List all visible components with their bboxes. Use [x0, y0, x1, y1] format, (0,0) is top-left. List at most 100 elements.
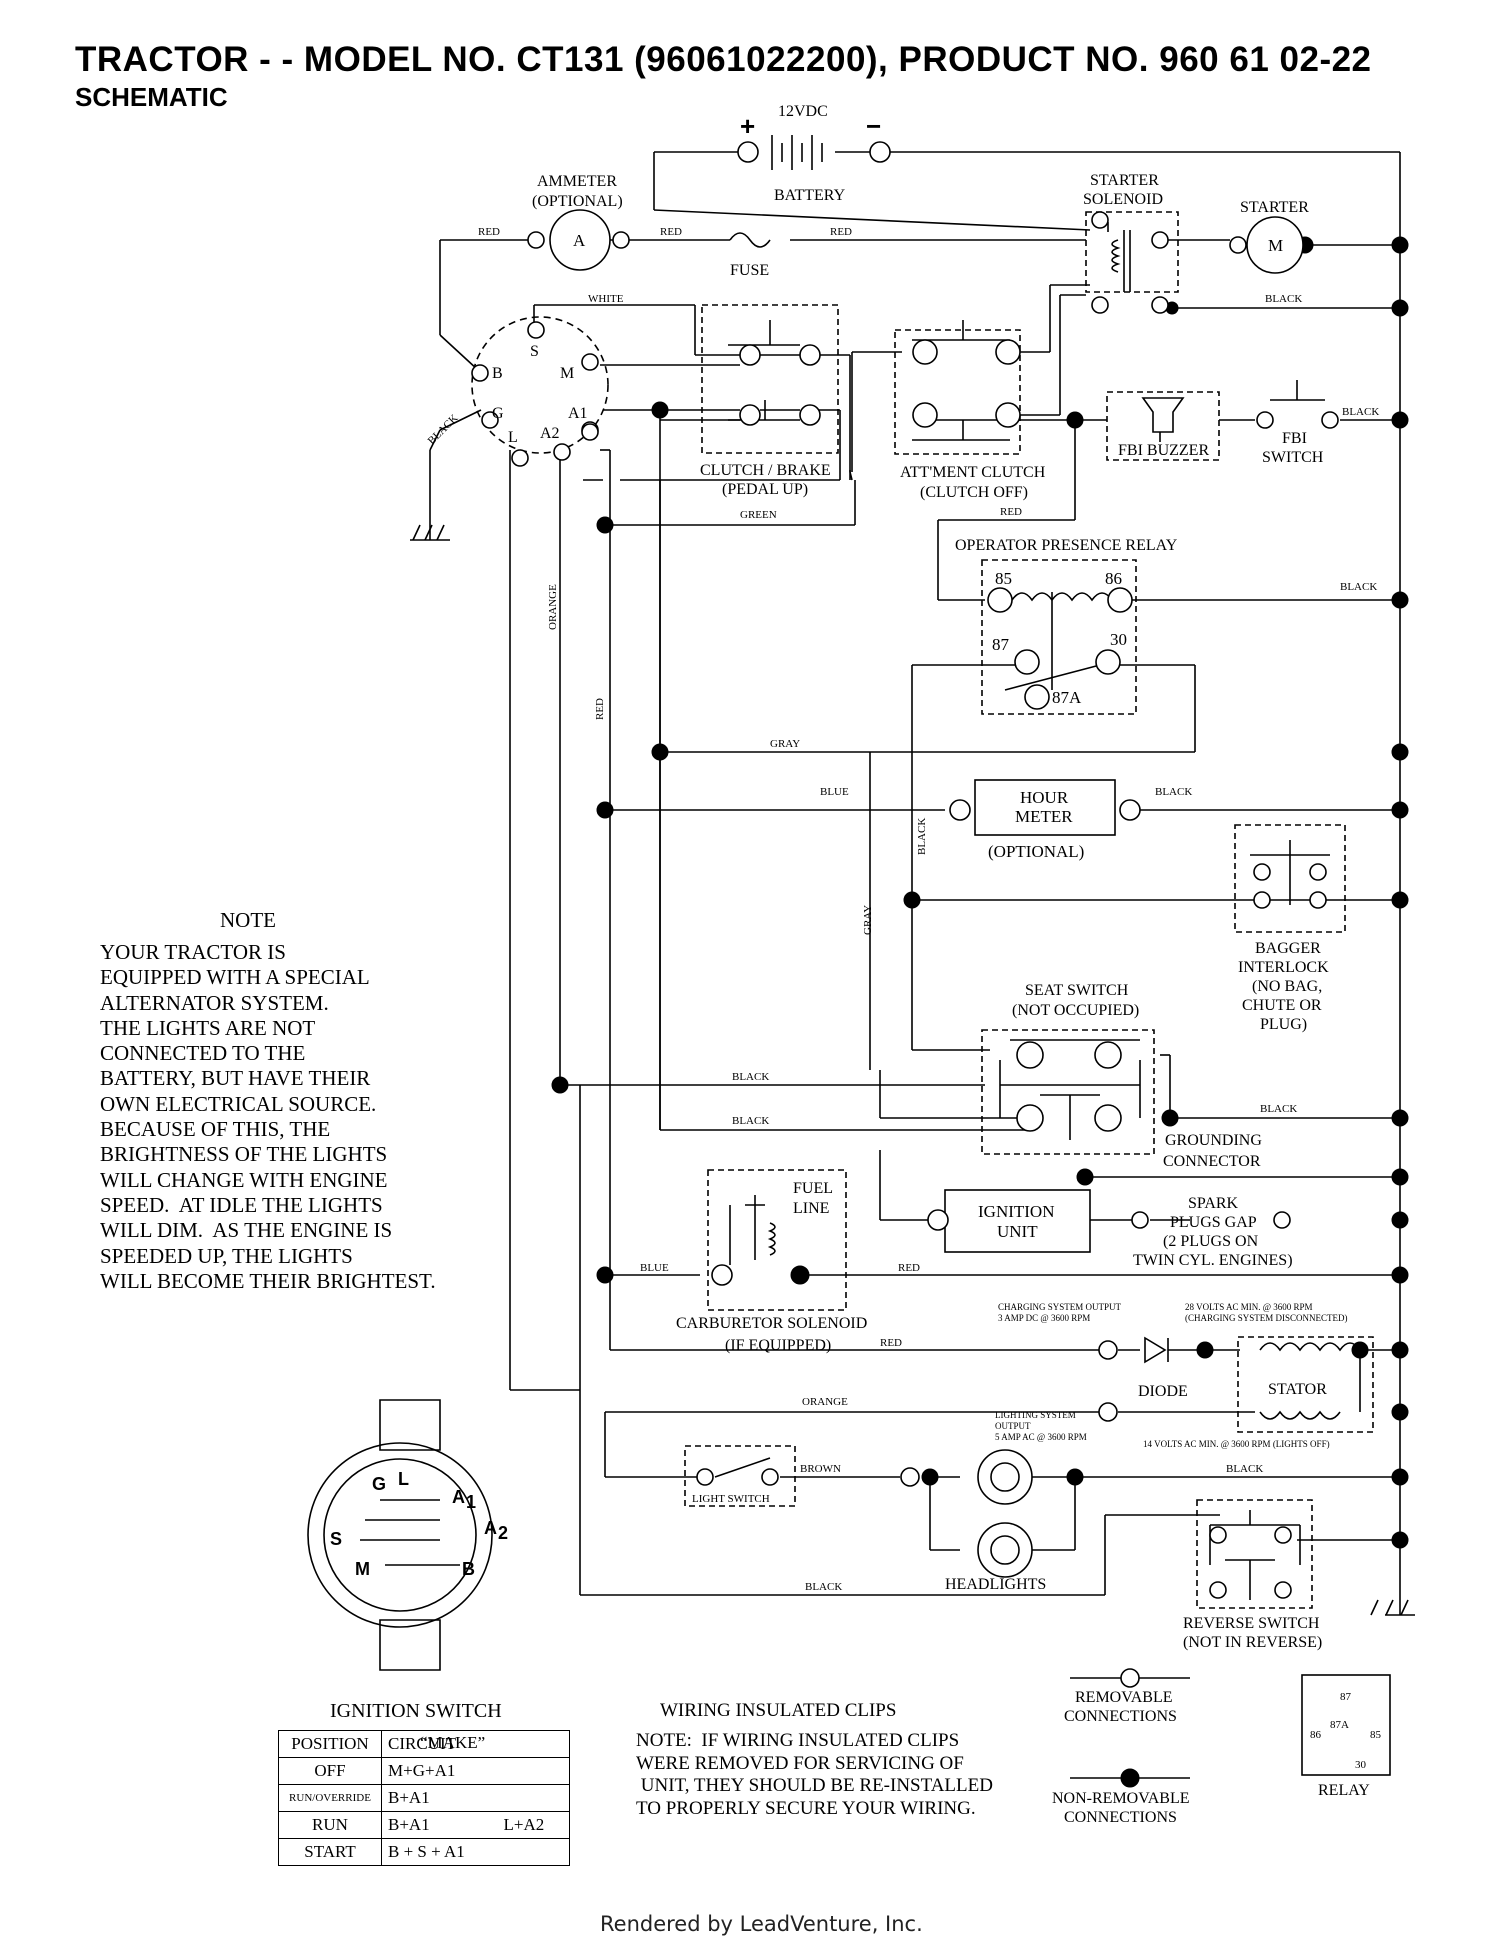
hour-meter-label-2: METER — [1015, 807, 1073, 826]
nonremovable-label-2: CONNECTIONS — [1064, 1809, 1177, 1826]
spark-plugs-label-3: (2 PLUGS ON — [1163, 1233, 1259, 1250]
ign-terminal-m: M — [560, 365, 574, 382]
starter-solenoid-label-1: STARTER — [1090, 172, 1159, 189]
relay-85-label: 85 — [995, 569, 1012, 588]
fuse-label: FUSE — [730, 262, 769, 279]
relay-legend-86: 86 — [1310, 1729, 1322, 1741]
grounding-label-2: CONNECTOR — [1163, 1153, 1261, 1170]
bagger-label-3: (NO BAG, — [1252, 978, 1322, 995]
ign-face-a2: A — [484, 1518, 497, 1538]
ign-face-a1-sub: 1 — [466, 1492, 476, 1512]
wire-black-label-8: BLACK — [1226, 1463, 1263, 1475]
ign-terminal-a2: A2 — [540, 425, 560, 442]
ign-terminal-b: B — [492, 365, 503, 382]
table-cell-circuit-b: L+A2 — [503, 1815, 545, 1834]
table-header-position: POSITION — [278, 1730, 382, 1758]
relay-legend-30: 30 — [1355, 1759, 1367, 1771]
page-subtitle: SCHEMATIC — [75, 82, 228, 112]
battery-plus-sign: + — [740, 111, 755, 141]
ign-face-m: M — [355, 1559, 370, 1579]
table-cell-circuit: B + S + A1 — [381, 1838, 570, 1866]
fuel-line-label-1: FUEL — [793, 1180, 833, 1197]
note-title: NOTE — [220, 908, 276, 932]
table-cell-position: RUN/OVERRIDE — [278, 1784, 382, 1812]
wire-red-label-6: RED — [880, 1337, 902, 1349]
table-row: RUN/OVERRIDE B+A1 — [278, 1784, 570, 1812]
wire-white-label: WHITE — [588, 293, 624, 305]
wire-red-label-2: RED — [660, 226, 682, 238]
relay-legend-87a: 87A — [1330, 1719, 1349, 1731]
note-body: YOUR TRACTOR IS EQUIPPED WITH A SPECIAL … — [100, 940, 436, 1293]
volts14-label: 14 VOLTS AC MIN. @ 3600 RPM (LIGHTS OFF) — [1143, 1439, 1330, 1449]
wire-green-label: GREEN — [740, 509, 777, 521]
nonremovable-label-1: NON-REMOVABLE — [1052, 1790, 1189, 1807]
removable-label-2: CONNECTIONS — [1064, 1708, 1177, 1725]
table-cell-circuit: M+G+A1 — [381, 1757, 570, 1785]
footer-rendered-by: Rendered by LeadVenture, Inc. — [600, 1912, 923, 1936]
wire-red-label-1: RED — [478, 226, 500, 238]
wire-brown-label: BROWN — [800, 1463, 841, 1475]
relay-legend-85: 85 — [1370, 1729, 1382, 1741]
seat-switch-label-1: SEAT SWITCH — [1025, 982, 1129, 999]
spark-plugs-label-4: TWIN CYL. ENGINES) — [1133, 1252, 1293, 1269]
clips-title: WIRING INSULATED CLIPS — [660, 1700, 897, 1721]
hour-meter-optional-label: (OPTIONAL) — [988, 842, 1084, 861]
ign-face-b: B — [462, 1559, 475, 1579]
relay-87-label: 87 — [992, 635, 1010, 654]
wire-black-label-1: BLACK — [1265, 293, 1302, 305]
fbi-switch-label-1: FBI — [1282, 430, 1307, 447]
wire-blue-label-2: BLUE — [640, 1262, 669, 1274]
carburetor-solenoid-label-2: (IF EQUIPPED) — [725, 1337, 831, 1354]
lighting-output-label-1: LIGHTING SYSTEM — [995, 1410, 1076, 1420]
table-header-row: POSITION CIRCUIT — [278, 1730, 570, 1758]
removable-label-1: REMOVABLE — [1075, 1689, 1173, 1706]
table-row: OFF M+G+A1 — [278, 1757, 570, 1785]
relay-86-label: 86 — [1105, 569, 1122, 588]
table-row: START B + S + A1 — [278, 1838, 570, 1866]
ignition-unit-label-2: UNIT — [997, 1222, 1038, 1241]
bagger-label-1: BAGGER — [1255, 940, 1321, 957]
wire-red-label-7: RED — [594, 698, 606, 720]
wire-black-label-5: BLACK — [732, 1071, 769, 1083]
wire-red-label-5: RED — [898, 1262, 920, 1274]
wire-blue-label-1: BLUE — [820, 786, 849, 798]
wire-gray-label-1: GRAY — [770, 738, 800, 750]
motor-symbol: M — [1268, 236, 1283, 255]
wire-black-label-4: BLACK — [1155, 786, 1192, 798]
page-title: TRACTOR - - MODEL NO. CT131 (96061022200… — [75, 40, 1372, 79]
ign-face-l: L — [398, 1469, 409, 1489]
wire-black-label-3: BLACK — [1340, 581, 1377, 593]
ign-face-a1: A — [452, 1487, 465, 1507]
bagger-label-5: PLUG) — [1260, 1016, 1307, 1033]
volts28-label-2: (CHARGING SYSTEM DISCONNECTED) — [1185, 1313, 1348, 1323]
fbi-buzzer-label: FBI BUZZER — [1118, 442, 1209, 459]
table-cell-position: START — [278, 1838, 382, 1866]
wire-black-label-2: BLACK — [1342, 406, 1379, 418]
attment-clutch-label-2: (CLUTCH OFF) — [920, 484, 1028, 501]
ignition-unit-label-1: IGNITION — [978, 1202, 1054, 1221]
clutch-brake-label-2: (PEDAL UP) — [722, 481, 808, 498]
wire-black-label-11: BLACK — [916, 818, 928, 855]
spark-plugs-label-1: SPARK — [1188, 1195, 1239, 1212]
relay-30-label: 30 — [1110, 630, 1127, 649]
stator-label: STATOR — [1268, 1381, 1327, 1398]
ign-terminal-s: S — [530, 343, 539, 360]
clutch-brake-label-1: CLUTCH / BRAKE — [700, 462, 831, 479]
fbi-switch-label-2: SWITCH — [1262, 449, 1324, 466]
spark-plugs-label-2: PLUGS GAP — [1170, 1214, 1257, 1231]
charging-output-label-1: CHARGING SYSTEM OUTPUT — [998, 1302, 1122, 1312]
table-cell-circuit: B+A1 — [381, 1784, 570, 1812]
bagger-label-2: INTERLOCK — [1238, 959, 1329, 976]
wire-red-label-3: RED — [830, 226, 852, 238]
table-header-make: “MAKE” — [420, 1733, 486, 1752]
ignition-switch-table: POSITION CIRCUIT OFF M+G+A1 RUN/OVERRIDE… — [278, 1730, 570, 1866]
ign-terminal-l: L — [508, 429, 518, 446]
seat-switch-label-2: (NOT OCCUPIED) — [1012, 1002, 1139, 1019]
ignition-switch-title: IGNITION SWITCH — [330, 1700, 502, 1722]
table-cell-position: OFF — [278, 1757, 382, 1785]
relay-legend-87: 87 — [1340, 1691, 1352, 1703]
table-header-circuit: CIRCUIT — [381, 1730, 570, 1758]
battery-minus-sign: − — [866, 111, 881, 141]
